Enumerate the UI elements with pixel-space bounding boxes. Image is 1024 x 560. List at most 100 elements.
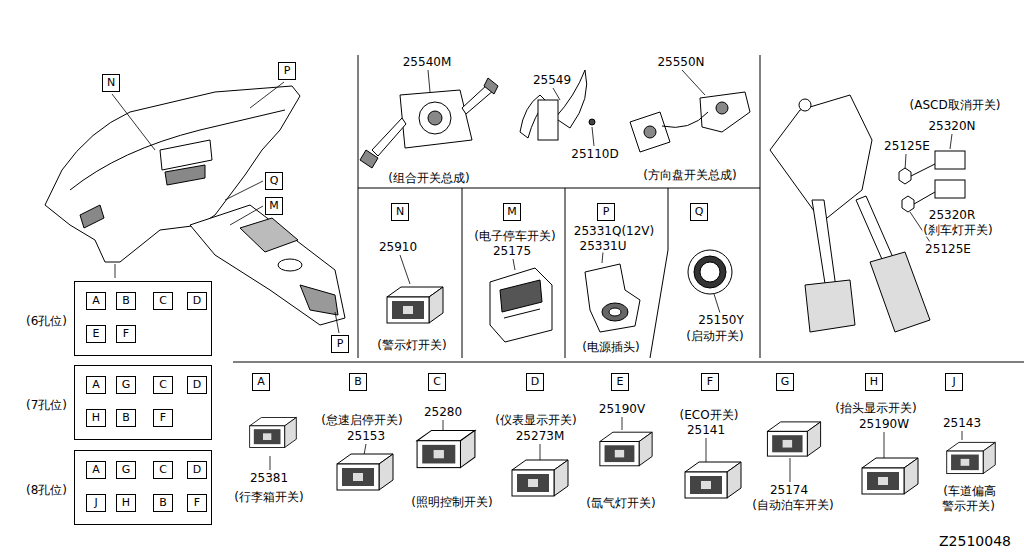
label-anchor: 25150Y [697, 313, 745, 328]
label-anchor: (组合开关总成) [387, 171, 470, 186]
hole-position-box: E [86, 325, 106, 343]
leader-line [884, 432, 885, 458]
dashboard-illustration [240, 218, 298, 252]
leader-line [270, 456, 271, 470]
leader-line [682, 70, 705, 95]
hole-position-box: C [153, 461, 173, 479]
hole-position-box: B [153, 494, 173, 512]
leader-line [230, 206, 263, 225]
switch-illustration [250, 418, 297, 448]
reference-letter: H [92, 411, 100, 424]
hole-position-box: A [86, 461, 106, 479]
label-anchor: (刹车灯开关) [922, 223, 993, 238]
leader-line [115, 264, 116, 278]
reference-letter-box: C [428, 373, 446, 391]
start-button-illustration [694, 256, 726, 288]
reference-letter: H [122, 496, 130, 509]
section-divider [233, 362, 1024, 363]
reference-letter-box: M [265, 197, 283, 215]
layout-heading: (6孔位) [26, 313, 67, 330]
section-divider [233, 55, 1024, 362]
reference-letter-box: P [597, 203, 615, 221]
part-name: (警示灯开关) [376, 338, 447, 352]
reference-letter: N [107, 76, 115, 89]
combination-switch-illustration [360, 150, 378, 168]
leader-line [443, 420, 444, 430]
pedal-assembly-illustration [805, 280, 855, 332]
leader-line [602, 252, 603, 263]
steering-switch-illustration [644, 126, 656, 138]
hole-position-box: F [187, 494, 207, 512]
combination-switch-illustration [428, 111, 442, 125]
label-anchor: 25280 [423, 405, 463, 420]
label-anchor: 25331U [579, 239, 628, 254]
power-socket-illustration [602, 303, 628, 321]
reference-letter-box: P [331, 335, 349, 353]
reference-letter-box: P [278, 62, 296, 80]
reference-letter-box: D [526, 373, 544, 391]
hole-position-box: H [116, 494, 136, 512]
pedal-assembly-illustration [799, 99, 811, 111]
part-number: 25320R [928, 208, 977, 222]
label-anchor: 25910 [378, 240, 418, 255]
part-number: 25125E [924, 242, 972, 256]
reference-letter-box: N [102, 74, 120, 92]
label-anchor: 25110D [570, 147, 619, 162]
combination-switch-illustration [484, 78, 498, 94]
label-anchor: (照明控制开关) [410, 495, 493, 510]
dashboard-illustration [45, 86, 300, 262]
pedal-assembly-illustration [899, 168, 911, 184]
reference-letter: B [159, 496, 167, 509]
part-name: (方向盘开关总成) [642, 168, 737, 182]
label-anchor: (方向盘开关总成) [642, 168, 737, 183]
drawing-number: Z2510048 [938, 533, 1012, 549]
steering-switch-illustration [662, 112, 708, 127]
hole-layout-frame: (7孔位)AGCDHBF [74, 365, 212, 440]
reference-letter: Q [695, 205, 704, 218]
part-number: 25153 [346, 429, 386, 443]
reference-letter-box: H [865, 373, 883, 391]
reference-letter-box: J [945, 373, 963, 391]
start-button-illustration [688, 250, 732, 294]
label-anchor: 25174 [769, 483, 809, 498]
power-socket-illustration [585, 264, 640, 332]
parking-brake-switch-illustration [490, 268, 552, 342]
label-anchor: 25175 [492, 244, 532, 259]
paddle-shifter-illustration [589, 119, 595, 125]
hole-position-box: A [86, 292, 106, 310]
leader-line [592, 127, 594, 146]
label-anchor: 25153 [346, 429, 386, 444]
reference-letter: D [193, 463, 201, 476]
reference-letter-box: Q [265, 172, 283, 190]
dashboard-illustration [190, 205, 345, 325]
switch-illustration [862, 458, 918, 494]
label-anchor: 25125E [883, 139, 931, 154]
hole-position-box: J [86, 494, 106, 512]
label-anchor: 25190W [858, 417, 910, 432]
switch-illustration [337, 454, 393, 490]
reference-letter-box: E [611, 373, 629, 391]
leader-line [790, 458, 791, 482]
reference-letter: G [122, 463, 131, 476]
switch-illustration [685, 462, 741, 498]
hole-position-box: G [116, 376, 136, 394]
pedal-assembly-illustration [935, 151, 965, 169]
section-divider [565, 188, 566, 358]
part-name: (车道偏高 警示开关) [942, 484, 996, 513]
label-anchor: (仪表显示开关) [494, 413, 577, 428]
label-anchor: 25320N [927, 119, 976, 134]
reference-letter: G [781, 375, 790, 388]
switch-illustration [512, 460, 568, 496]
hole-position-box: F [116, 325, 136, 343]
reference-letter: B [122, 411, 130, 424]
reference-letter: B [122, 294, 130, 307]
dashboard-illustration [70, 110, 285, 190]
part-number: 25320N [927, 119, 976, 133]
hole-position-box: B [116, 409, 136, 427]
reference-letter: E [617, 375, 624, 388]
part-number: 25143 [942, 416, 982, 430]
combination-switch-illustration [372, 118, 406, 156]
reference-letter: H [870, 375, 878, 388]
label-anchor: 25141 [686, 423, 726, 438]
